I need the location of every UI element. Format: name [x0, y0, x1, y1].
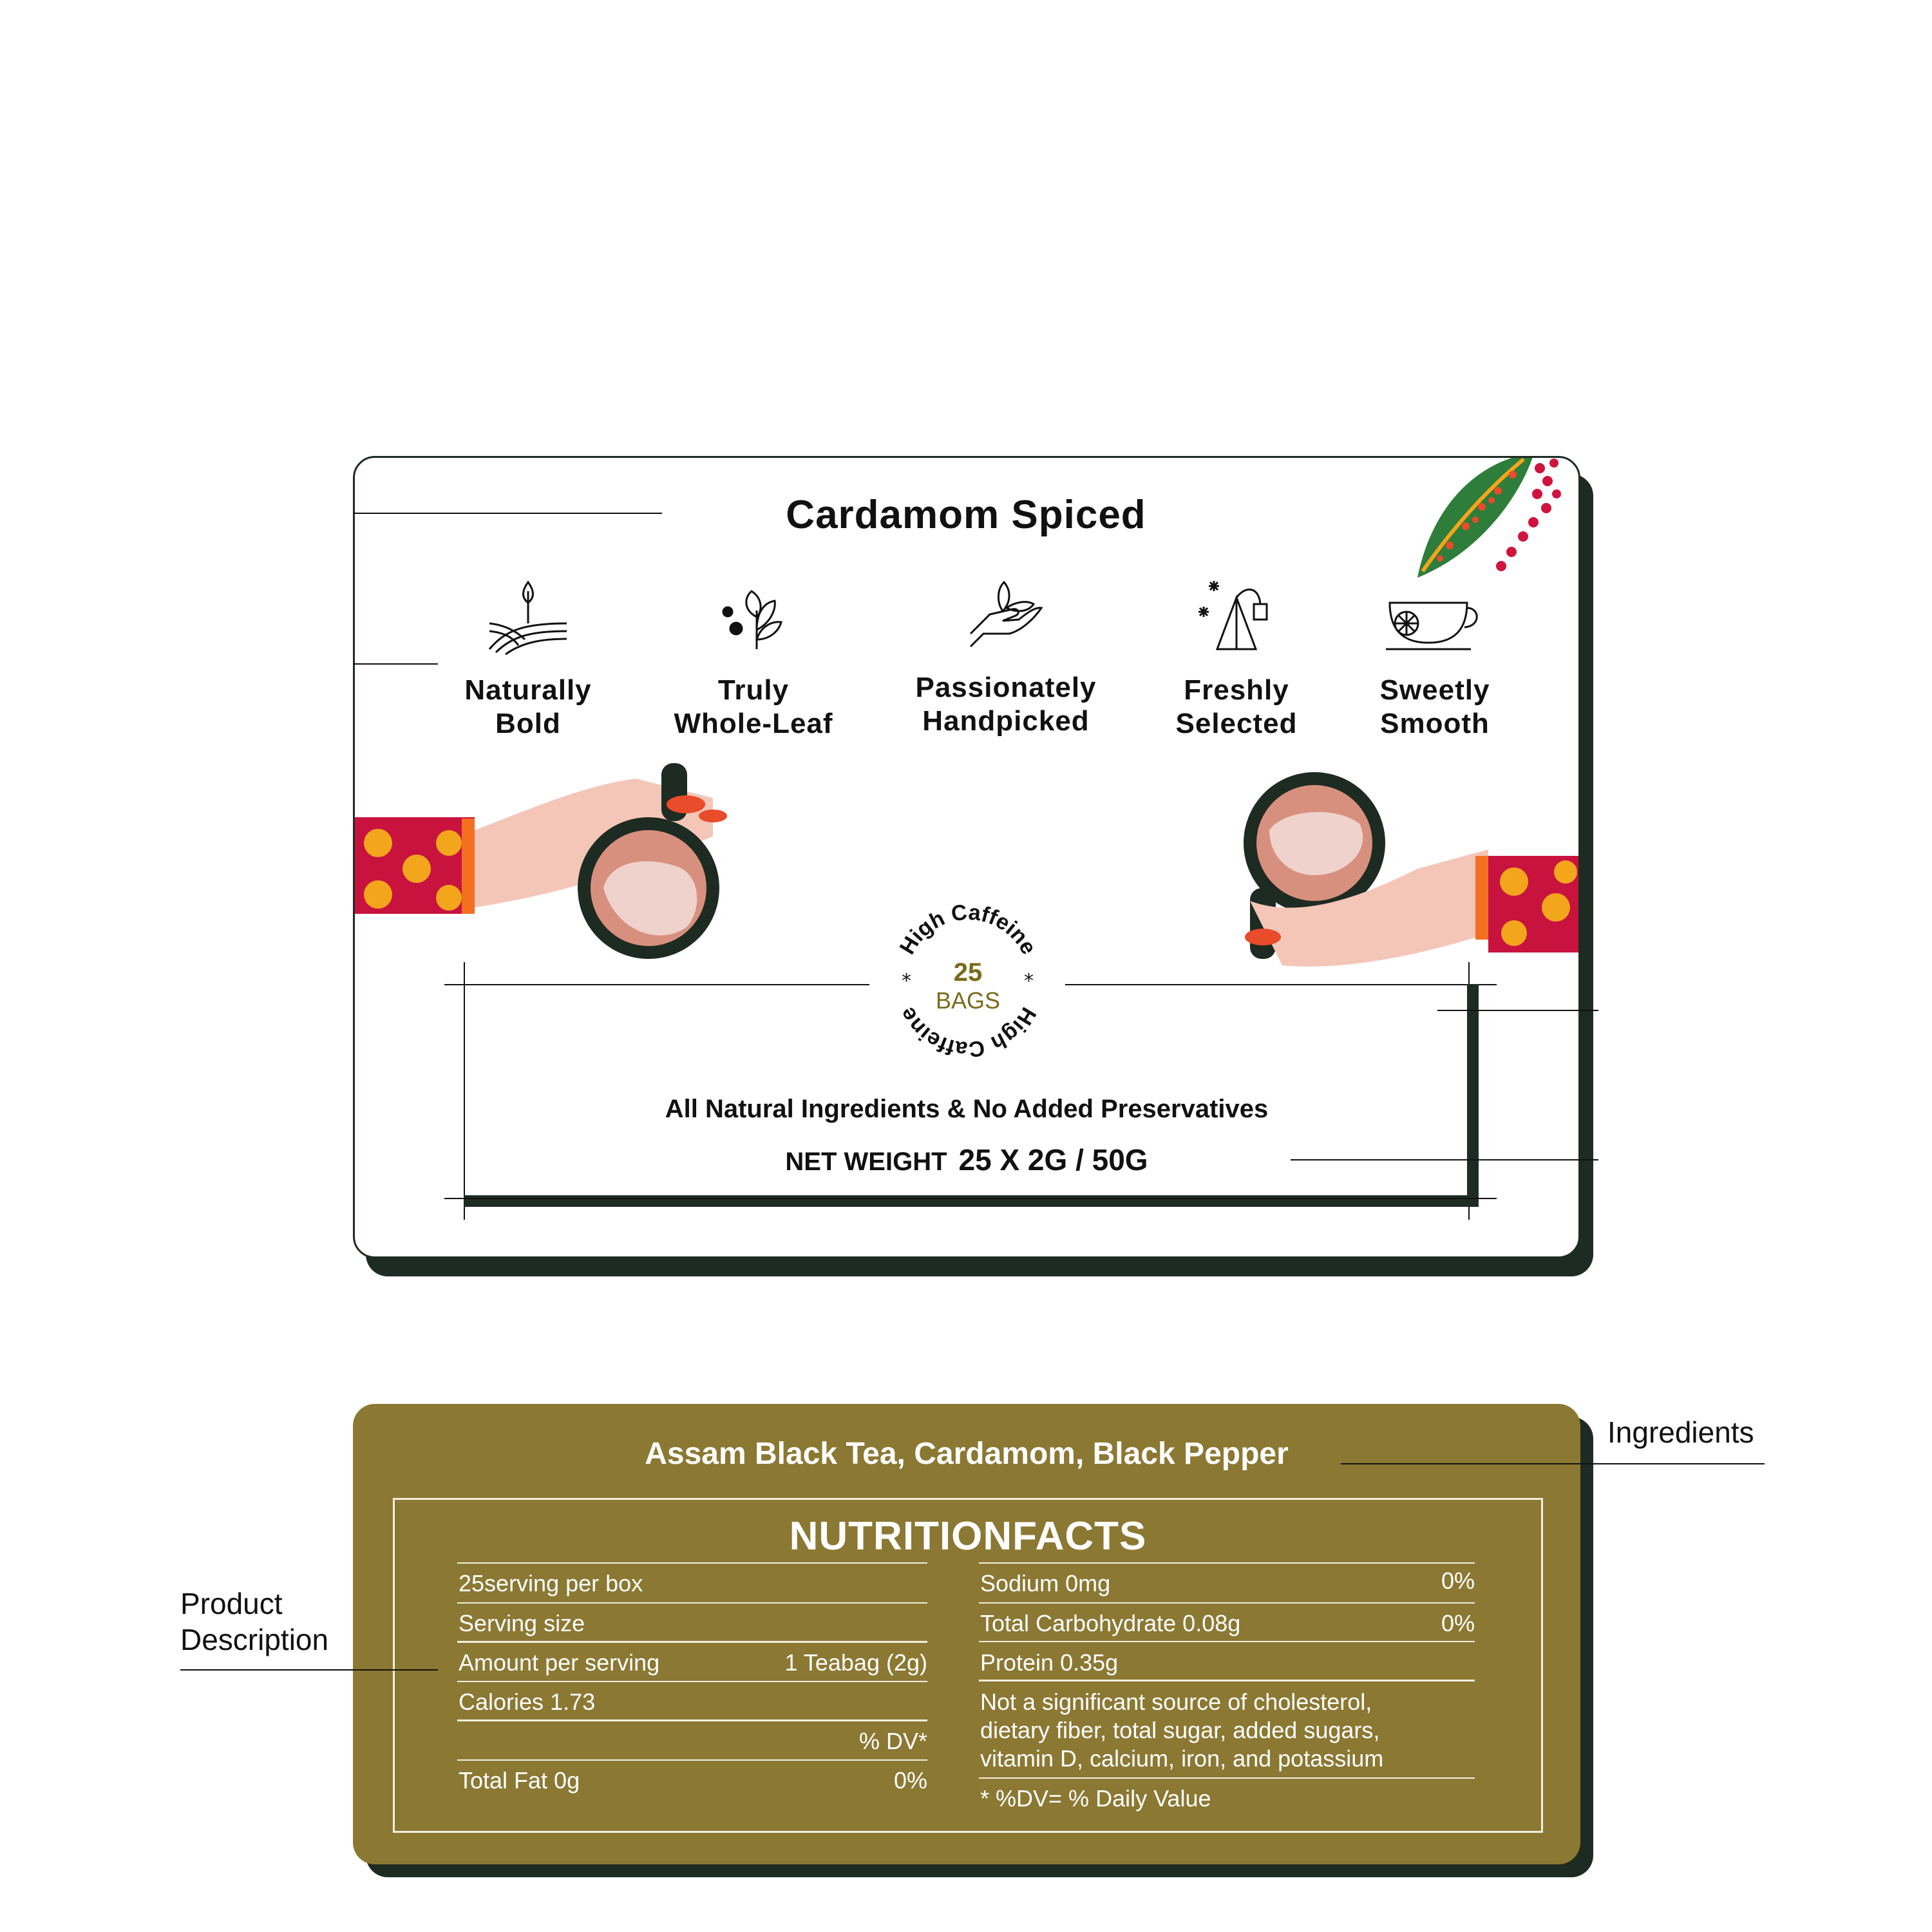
frame-bottom-bar: [464, 1195, 1479, 1207]
nutrition-row-servings-label: 25serving per box: [459, 1570, 643, 1596]
annotation-product-description-line1: Product: [180, 1587, 283, 1620]
nutrition-rule: [979, 1562, 1475, 1564]
nutrition-row-sodium-label: Sodium 0mg: [980, 1570, 1111, 1596]
nutrition-rule: [457, 1681, 927, 1682]
nutrition-row-amount-value: 1 Teabag (2g): [784, 1649, 927, 1676]
feature-line2: Whole-Leaf: [674, 708, 833, 739]
nutrition-rule: [979, 1777, 1475, 1779]
nutrition-facts-box: [393, 1498, 1543, 1833]
front-label-card: [353, 456, 1580, 1258]
tea-leaf-icon: [722, 590, 782, 649]
field-plant-icon: [488, 580, 567, 656]
nutrition-rule: [979, 1641, 1475, 1642]
tea-cup-icon: [1386, 601, 1478, 650]
leader-line-features: [353, 663, 438, 665]
hand-leaf-icon: [969, 580, 1043, 648]
nutrition-row-calories-label: Calories 1.73: [459, 1689, 596, 1715]
leader-line-net-weight: [1291, 1159, 1598, 1160]
feature-line1: Naturally: [464, 674, 592, 706]
feature-passionately-handpicked: Passionately Handpicked: [909, 576, 1103, 738]
feature-freshly-selected: Freshly Selected: [1140, 578, 1333, 741]
nutrition-row-sodium-value: 0%: [1441, 1567, 1475, 1594]
star-icon: *: [1024, 970, 1034, 992]
nutrition-row-protein-label: Protein 0.35g: [980, 1649, 1119, 1676]
nutrition-facts-title: NUTRITIONFACTS: [789, 1514, 1147, 1558]
nutrition-rule: [457, 1641, 927, 1643]
frame-top-left-line: [444, 984, 869, 985]
nutrition-row-carbs-value: 0%: [1441, 1610, 1475, 1636]
annotation-product-description-line2: Description: [180, 1623, 329, 1656]
nutrition-rule: [979, 1602, 1475, 1604]
nutrition-row-total-fat-label: Total Fat 0g: [459, 1767, 580, 1794]
feature-line1: Truly: [717, 674, 790, 706]
feature-line2: Selected: [1175, 708, 1298, 739]
nutrition-row-carbs-label: Total Carbohydrate 0.08g: [980, 1610, 1241, 1636]
right-hand-cup-illustration: [1244, 772, 1578, 967]
leaf-pepper-decoration-icon: [1417, 458, 1561, 578]
nutrition-rule: [457, 1562, 927, 1564]
feature-naturally-bold: Naturally Bold: [431, 578, 625, 741]
leader-line-title: [353, 513, 662, 514]
nutrition-note-line: Not a significant source of cholesterol,: [980, 1689, 1372, 1715]
nutrition-rule: [457, 1719, 927, 1721]
badge-count: 25: [954, 958, 983, 987]
feature-line1: Sweetly: [1379, 674, 1490, 706]
tagline: All Natural Ingredients & No Added Prese…: [665, 1095, 1269, 1123]
net-weight-label: NET WEIGHT: [785, 1148, 947, 1176]
net-weight-value: 25 X 2G / 50G: [958, 1143, 1148, 1177]
frame-left-vertical: [464, 962, 465, 1220]
feature-line2: Bold: [495, 708, 561, 739]
leader-line-badge: [1437, 1010, 1598, 1011]
leader-line-ingredients: [1341, 1463, 1765, 1464]
leader-line-product-description: [180, 1669, 438, 1671]
feature-line2: Smooth: [1380, 708, 1490, 739]
caffeine-badge: High Caffeine High Caffeine * * 25 BAGS: [895, 900, 1041, 1061]
frame-bottom-extend-line: [444, 1198, 1497, 1199]
feature-line1: Freshly: [1184, 674, 1289, 706]
nutrition-row-serving-size-label: Serving size: [459, 1610, 585, 1636]
tea-bag-sparkle-icon: [1198, 581, 1268, 650]
annotation-ingredients: Ingredients: [1607, 1416, 1754, 1449]
nutrition-rule: [457, 1759, 927, 1761]
feature-truly-whole-leaf: Truly Whole-Leaf: [657, 578, 850, 741]
badge-ring-text-top: High Caffeine: [895, 900, 1041, 958]
feature-sweetly-smooth: Sweetly Smooth: [1338, 578, 1531, 741]
product-title: Cardamom Spiced: [786, 493, 1146, 537]
left-hand-cup-illustration: [355, 763, 727, 959]
nutrition-footnote: * %DV= % Daily Value: [980, 1785, 1211, 1812]
nutrition-note-line: dietary fiber, total sugar, added sugars…: [980, 1717, 1380, 1743]
nutrition-rule: [979, 1680, 1475, 1681]
feature-line2: Handpicked: [922, 705, 1090, 737]
badge-unit: BAGS: [936, 987, 1000, 1014]
nutrition-rule: [457, 1602, 927, 1604]
back-label-card: [353, 1404, 1580, 1864]
nutrition-row-amount-label: Amount per serving: [459, 1649, 660, 1676]
feature-line1: Passionately: [915, 672, 1097, 703]
star-icon: *: [902, 970, 911, 992]
net-weight: NET WEIGHT 25 X 2G / 50G: [353, 1142, 1580, 1177]
ingredients-list: Assam Black Tea, Cardamom, Black Pepper: [645, 1437, 1289, 1471]
nutrition-row-dv-header: % DV*: [858, 1728, 927, 1754]
frame-right-bar: [1467, 984, 1479, 1207]
nutrition-note-line: vitamin D, calcium, iron, and potassium: [980, 1745, 1384, 1772]
nutrition-row-total-fat-value: 0%: [893, 1767, 927, 1794]
frame-top-right-line: [1065, 984, 1497, 985]
